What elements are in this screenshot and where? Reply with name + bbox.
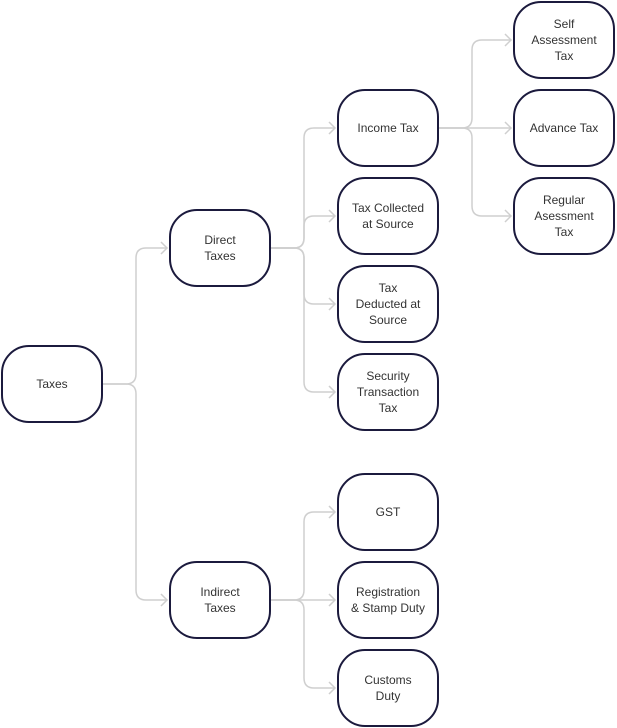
node-income-tax[interactable]: Income Tax <box>337 89 439 167</box>
edge-taxes-direct <box>103 247 167 385</box>
arrowhead-icon <box>328 505 337 519</box>
edge-income-regular <box>439 127 511 217</box>
arrowhead-icon <box>328 593 337 607</box>
edge-indirect-gst <box>271 511 335 601</box>
arrowhead-icon <box>328 297 337 311</box>
arrowhead-icon <box>328 209 337 223</box>
node-security-transaction-tax[interactable]: Security Transaction Tax <box>337 353 439 431</box>
node-registration-stamp-duty[interactable]: Registration & Stamp Duty <box>337 561 439 639</box>
node-tax-collected-at-source[interactable]: Tax Collected at Source <box>337 177 439 255</box>
edge-direct-tcs <box>271 215 335 249</box>
node-direct-taxes[interactable]: Direct Taxes <box>169 209 271 287</box>
arrowhead-icon <box>504 209 513 223</box>
edge-direct-income <box>271 127 335 249</box>
node-customs-duty[interactable]: Customs Duty <box>337 649 439 727</box>
edge-taxes-indirect <box>103 383 167 601</box>
edge-direct-stt <box>271 247 335 393</box>
arrowhead-icon <box>328 681 337 695</box>
edge-indirect-customs <box>271 599 335 689</box>
arrowhead-icon <box>504 121 513 135</box>
arrowhead-icon <box>160 593 169 607</box>
node-indirect-taxes[interactable]: Indirect Taxes <box>169 561 271 639</box>
node-taxes[interactable]: Taxes <box>1 345 103 423</box>
arrowhead-icon <box>328 121 337 135</box>
edge-income-self <box>439 39 511 129</box>
edge-direct-tds <box>271 247 335 305</box>
arrowhead-icon <box>328 385 337 399</box>
arrowhead-icon <box>504 33 513 47</box>
node-tax-deducted-at-source[interactable]: Tax Deducted at Source <box>337 265 439 343</box>
node-regular-assessment-tax[interactable]: Regular Asessment Tax <box>513 177 615 255</box>
node-gst[interactable]: GST <box>337 473 439 551</box>
node-self-assessment-tax[interactable]: Self Assessment Tax <box>513 1 615 79</box>
arrowhead-icon <box>160 241 169 255</box>
node-advance-tax[interactable]: Advance Tax <box>513 89 615 167</box>
